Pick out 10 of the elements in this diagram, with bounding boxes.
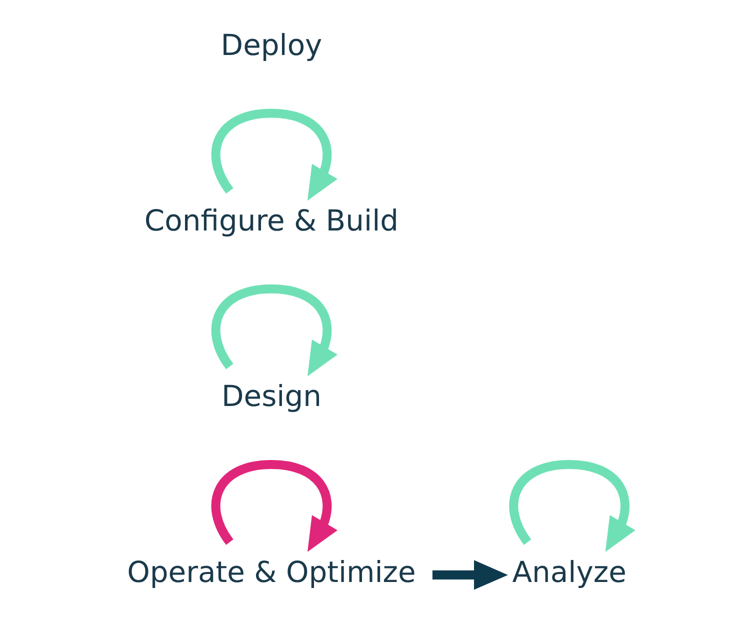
node-text: Analyze — [512, 554, 626, 589]
arrow — [432, 560, 508, 590]
arrow — [211, 284, 338, 376]
node-text: Design — [221, 379, 322, 414]
arrow — [211, 108, 338, 201]
arrow — [509, 460, 636, 552]
node-text: Operate & Optimize — [127, 554, 416, 589]
arrow — [211, 460, 338, 552]
node-text: Configure & Build — [144, 204, 399, 238]
label: Deploy — [220, 28, 322, 62]
